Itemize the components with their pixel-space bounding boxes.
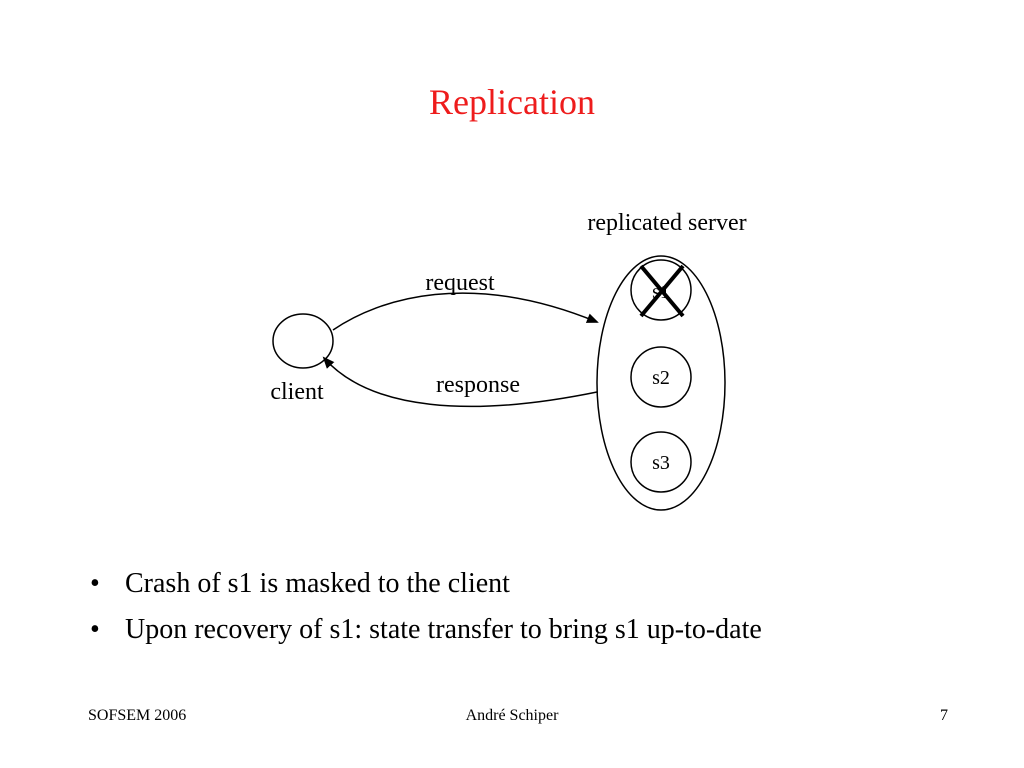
- server-s2-node: [630, 346, 692, 408]
- server-s3-label: s3: [652, 452, 670, 474]
- replicated-server-label: replicated server: [587, 210, 746, 236]
- bullet-item: • Upon recovery of s1: state transfer to…: [90, 612, 762, 648]
- response-label: response: [436, 372, 520, 398]
- client-node: [272, 313, 334, 369]
- request-arrow: [332, 292, 599, 331]
- replicated-server-ellipse: [596, 255, 726, 511]
- bullet-marker: •: [90, 568, 100, 599]
- bullet-text: Crash of s1 is masked to the client: [125, 568, 510, 599]
- slide-title: Replication: [429, 82, 595, 122]
- request-label: request: [425, 270, 495, 296]
- response-arrow: [322, 356, 598, 408]
- bullet-item: • Crash of s1 is masked to the client: [90, 566, 762, 602]
- server-s1-node: [630, 259, 692, 321]
- bullet-list: • Crash of s1 is masked to the client • …: [90, 566, 762, 658]
- footer-page-number: 7: [940, 707, 948, 724]
- footer-conference: SOFSEM 2006: [88, 707, 187, 724]
- bullet-text: Upon recovery of s1: state transfer to b…: [125, 614, 762, 645]
- bullet-marker: •: [90, 614, 100, 645]
- client-label: client: [270, 379, 324, 405]
- footer-author: André Schiper: [465, 707, 559, 724]
- server-s2-label: s2: [652, 367, 670, 389]
- crash-x-icon: [639, 264, 685, 318]
- server-s3-node: [630, 431, 692, 493]
